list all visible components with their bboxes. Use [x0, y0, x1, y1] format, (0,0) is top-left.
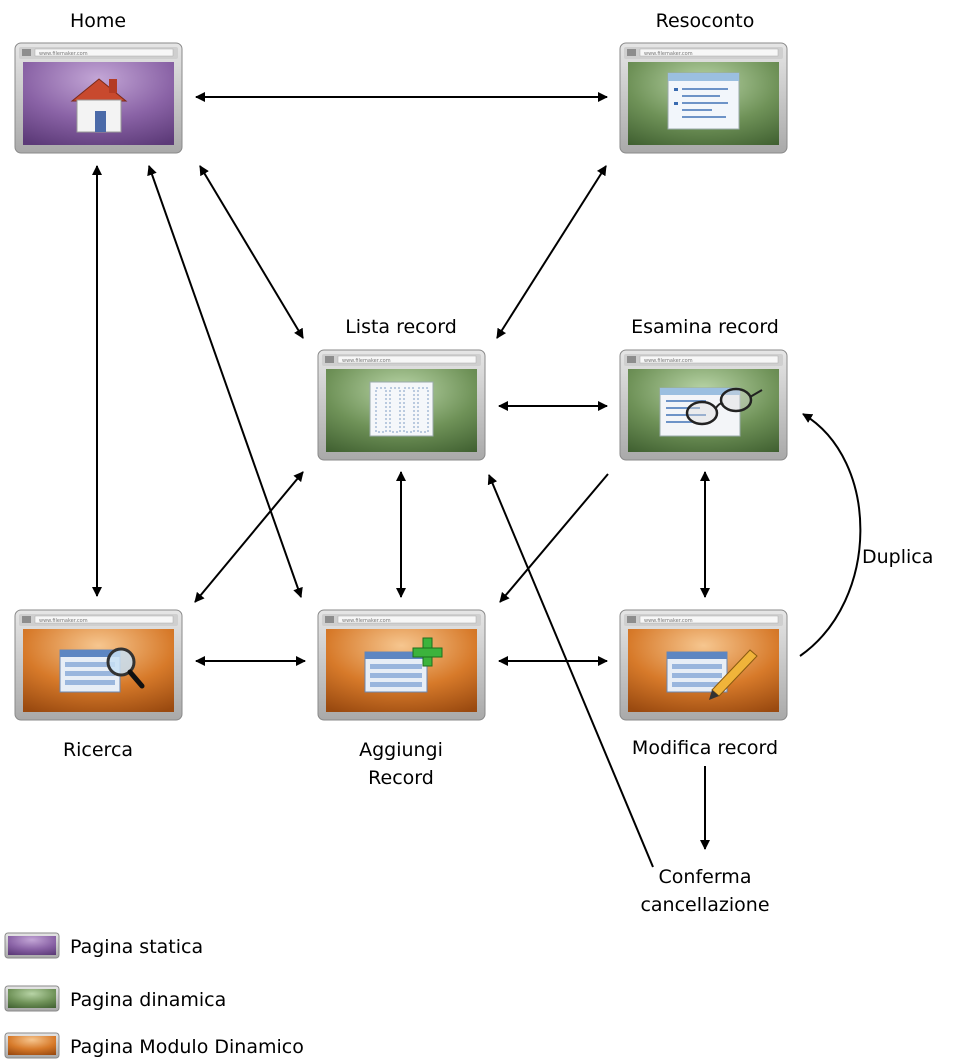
page-resoconto: www.filemaker.com — [619, 42, 788, 154]
label-lista-record: Lista record — [345, 316, 457, 338]
glasses-document-icon — [659, 387, 763, 437]
legend-item-static: Pagina statica — [4, 932, 203, 959]
arrow-home-lista — [199, 165, 304, 339]
legend: Pagina statica Pagina dinamica Pagina Mo… — [4, 932, 304, 1059]
svg-text:www.filemaker.com: www.filemaker.com — [39, 51, 88, 57]
label-conferma-line2: cancellazione — [640, 894, 769, 916]
plus-form-icon — [364, 637, 443, 693]
page-ricerca: www.filemaker.com — [14, 609, 183, 721]
house-icon — [70, 78, 128, 133]
arrow-duplica — [799, 413, 862, 657]
label-aggiungi-line1: Aggiungi — [359, 739, 443, 761]
arrow-home-aggiungi — [147, 165, 303, 598]
arrow-lista-ricerca — [194, 471, 304, 603]
page-modifica-record: www.filemaker.com — [619, 609, 788, 721]
legend-item-form: Pagina Modulo Dinamico — [4, 1032, 304, 1059]
arrow-conferma-lista — [487, 474, 654, 868]
legend-item-dynamic: Pagina dinamica — [4, 985, 226, 1012]
pencil-form-icon — [666, 649, 758, 700]
legend-label-static: Pagina statica — [70, 936, 203, 958]
table-list-icon — [369, 381, 434, 437]
report-document-icon — [667, 72, 740, 130]
svg-text:www.filemaker.com: www.filemaker.com — [644, 51, 693, 57]
page-lista-record: www.filemaker.com — [317, 349, 486, 461]
svg-text:www.filemaker.com: www.filemaker.com — [39, 618, 88, 624]
label-modifica-record: Modifica record — [632, 737, 778, 759]
label-esamina-record: Esamina record — [631, 316, 779, 338]
arrow-resoconto-lista — [496, 165, 607, 339]
page-aggiungi-record: www.filemaker.com — [317, 609, 486, 721]
svg-text:www.filemaker.com: www.filemaker.com — [342, 618, 391, 624]
svg-text:www.filemaker.com: www.filemaker.com — [644, 618, 693, 624]
legend-label-dynamic: Pagina dinamica — [70, 989, 226, 1011]
label-resoconto: Resoconto — [656, 10, 755, 32]
page-esamina-record: www.filemaker.com — [619, 349, 788, 461]
svg-text:www.filemaker.com: www.filemaker.com — [342, 358, 391, 364]
arrow-esamina-aggiungi — [499, 473, 609, 603]
label-conferma-line1: Conferma — [659, 866, 752, 888]
page-home: www.filemaker.com — [14, 42, 183, 154]
legend-label-form: Pagina Modulo Dinamico — [70, 1036, 304, 1058]
svg-text:www.filemaker.com: www.filemaker.com — [644, 358, 693, 364]
label-ricerca: Ricerca — [63, 739, 133, 761]
label-aggiungi-line2: Record — [368, 767, 434, 789]
label-home: Home — [70, 10, 126, 32]
magnifier-form-icon — [59, 647, 145, 693]
label-duplica: Duplica — [862, 546, 933, 568]
